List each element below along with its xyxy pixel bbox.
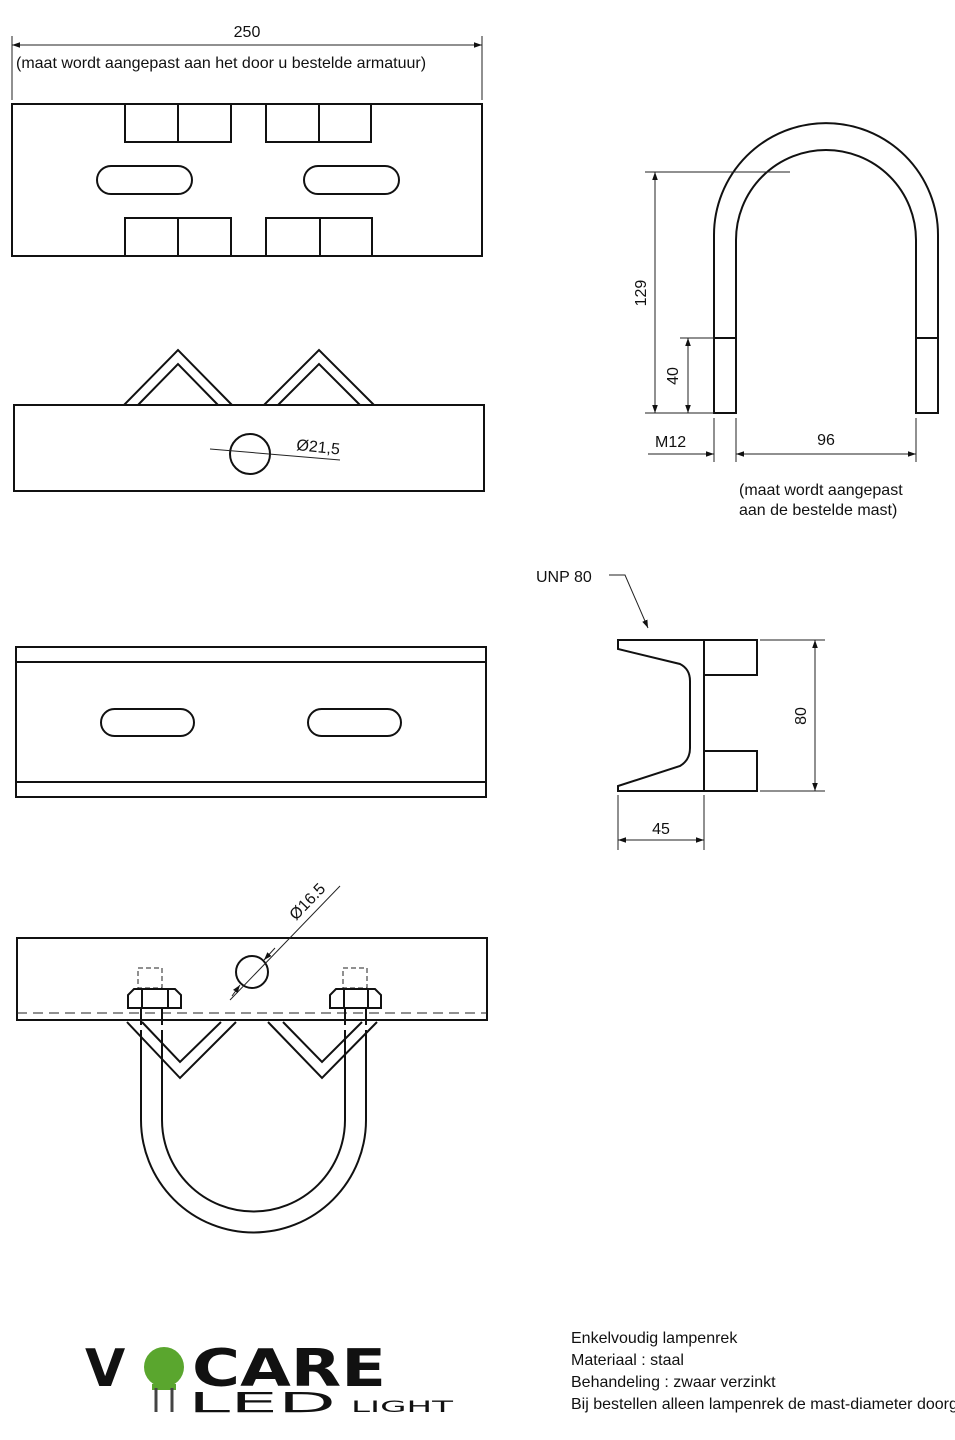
dim-ubolt-height: 129 [633, 280, 650, 307]
logo-light: LIGHT [351, 1397, 453, 1416]
plate-side-view: Ø21,5 [13, 348, 485, 492]
info-product-name: Enkelvoudig lampenrek [571, 1330, 738, 1347]
dim-thread-size: M12 [655, 434, 686, 451]
product-info: Enkelvoudig lampenrek Materiaal : staal … [571, 1328, 955, 1416]
plate-top-view: 250 (maat wordt aangepast aan het door u… [11, 24, 483, 257]
dim-hole-small: Ø16.5 [287, 881, 330, 924]
unp-cross-section: UNP 80 80 45 [536, 569, 825, 850]
dim-thread-length: 40 [665, 367, 682, 385]
dim-plate-width: 250 [234, 24, 261, 41]
logo-letter-v: V [85, 1339, 125, 1399]
info-material: Materiaal : staal [571, 1352, 684, 1369]
mast-note-line1: (maat wordt aangepast [739, 482, 903, 499]
info-treatment: Behandeling : zwaar verzinkt [571, 1374, 776, 1391]
ubolt-view: 129 40 M12 96 (maat wordt aangepast aan … [633, 122, 939, 519]
profile-name: UNP 80 [536, 569, 592, 586]
logo-bulb-icon [144, 1347, 184, 1387]
assembly-view: Ø16.5 [16, 881, 488, 1234]
unp-profile-top-view [15, 646, 487, 798]
dim-profile-height: 80 [793, 707, 810, 725]
mast-note-line2: aan de bestelde mast) [739, 502, 897, 519]
dim-ubolt-span: 96 [817, 432, 835, 449]
vocare-logo: V CARE LED LIGHT [85, 1339, 453, 1419]
logo-letters-care: CARE [192, 1339, 386, 1399]
info-order-note: Bij bestellen alleen lampenrek de mast-d… [571, 1396, 955, 1413]
dim-hole-large: Ø21,5 [296, 437, 341, 458]
logo-led: LED [188, 1386, 336, 1419]
dim-profile-flange: 45 [652, 821, 670, 838]
plate-note: (maat wordt aangepast aan het door u bes… [16, 55, 426, 72]
